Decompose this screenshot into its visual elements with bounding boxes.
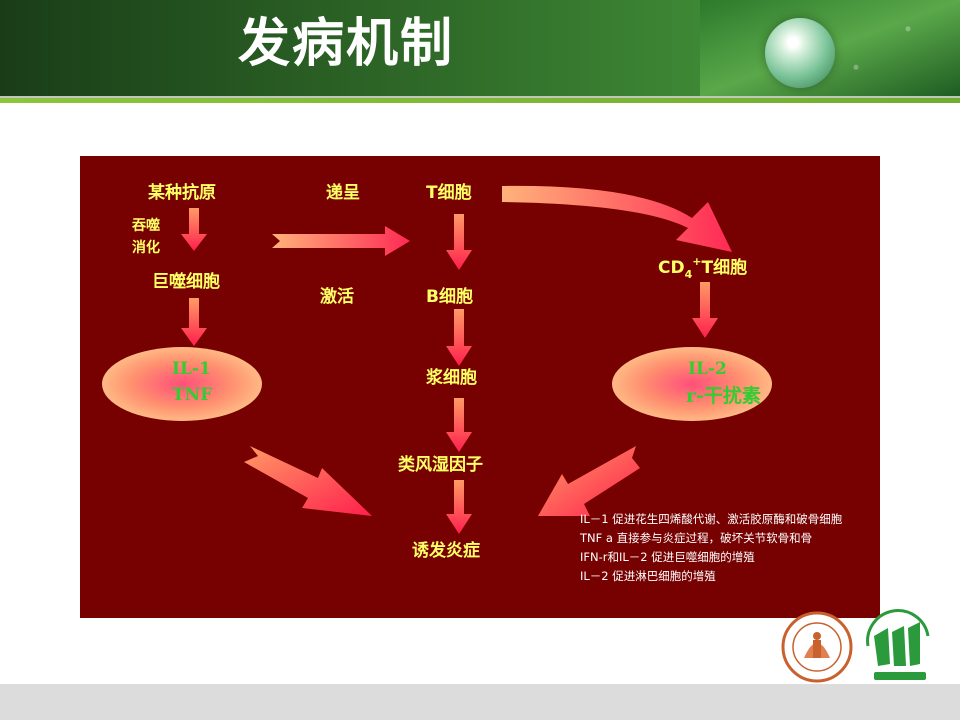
label-digestion: 消化 <box>132 239 160 256</box>
note-il2: IL－2 促进淋巴细胞的增殖 <box>580 569 716 583</box>
note-tnf: TNF a 直接参与炎症过程，破坏关节软骨和骨 <box>580 531 813 545</box>
label-il1: IL-1 <box>172 359 211 379</box>
arrow-il1-to-inflammation <box>244 446 372 516</box>
label-il2: IL-2 <box>688 359 727 379</box>
label-ifn: r-干扰素 <box>686 384 761 407</box>
label-tnf: TNF <box>172 385 212 405</box>
label-rf: 类风湿因子 <box>398 454 483 475</box>
arrow-bcell-to-plasma <box>446 309 472 366</box>
label-cd4-sup: + <box>692 255 701 268</box>
pathogenesis-diagram: 某种抗原 吞噬 消化 巨噬细胞 递呈 激活 T细胞 B细胞 浆细胞 类风湿因子 … <box>102 182 772 561</box>
lijun-international-logo-icon <box>866 609 930 680</box>
label-present: 递呈 <box>326 182 360 203</box>
arrow-tcell-to-cd4 <box>502 185 732 252</box>
il1-tnf-ellipse <box>102 347 262 421</box>
note-ifn: IFN-r和IL－2 促进巨噬细胞的增殖 <box>580 550 755 564</box>
pathogenesis-diagram-panel: 某种抗原 吞噬 消化 巨噬细胞 递呈 激活 T细胞 B细胞 浆细胞 类风湿因子 … <box>80 156 880 618</box>
arrow-macrophage-to-il1 <box>181 298 207 346</box>
label-macrophage: 巨噬细胞 <box>152 271 220 292</box>
header-band <box>0 0 960 96</box>
note-il1: IL－1 促进花生四烯酸代谢、激活胶原酶和破骨细胞 <box>580 512 843 526</box>
arrow-tcell-to-bcell <box>446 214 472 270</box>
slide-title: 发病机制 <box>238 14 455 74</box>
label-activate: 激活 <box>320 286 354 307</box>
footer-band <box>0 684 960 720</box>
arrow-present-to-tcell <box>272 226 410 256</box>
label-plasma: 浆细胞 <box>426 367 477 388</box>
arrow-plasma-to-rf <box>446 398 472 452</box>
label-inflammation: 诱发炎症 <box>412 540 480 561</box>
arrow-il2-to-inflammation <box>538 446 640 516</box>
arrow-antigen-to-macrophage <box>181 208 207 251</box>
label-tcell: T细胞 <box>426 182 472 203</box>
water-drop-icon <box>765 18 835 88</box>
label-bcell: B细胞 <box>426 286 473 307</box>
label-antigen: 某种抗原 <box>148 182 216 203</box>
arrow-cd4-to-il2 <box>692 282 718 338</box>
il2-ifn-ellipse <box>612 347 772 421</box>
header-rule-green <box>0 98 960 103</box>
arrow-rf-to-inflammation <box>446 480 472 534</box>
label-phagocytosis: 吞噬 <box>132 217 160 234</box>
header-rule-gray <box>0 96 960 98</box>
label-cd4-suffix: T细胞 <box>701 257 747 278</box>
label-cd4-sub: 4 <box>685 268 693 281</box>
university-seal-icon <box>781 611 853 683</box>
label-cd4-prefix: CD <box>658 258 685 278</box>
label-cd4-tcell: CD4+T细胞 <box>658 255 747 281</box>
notes-block: IL－1 促进花生四烯酸代谢、激活胶原酶和破骨细胞 TNF a 直接参与炎症过程… <box>580 510 876 586</box>
